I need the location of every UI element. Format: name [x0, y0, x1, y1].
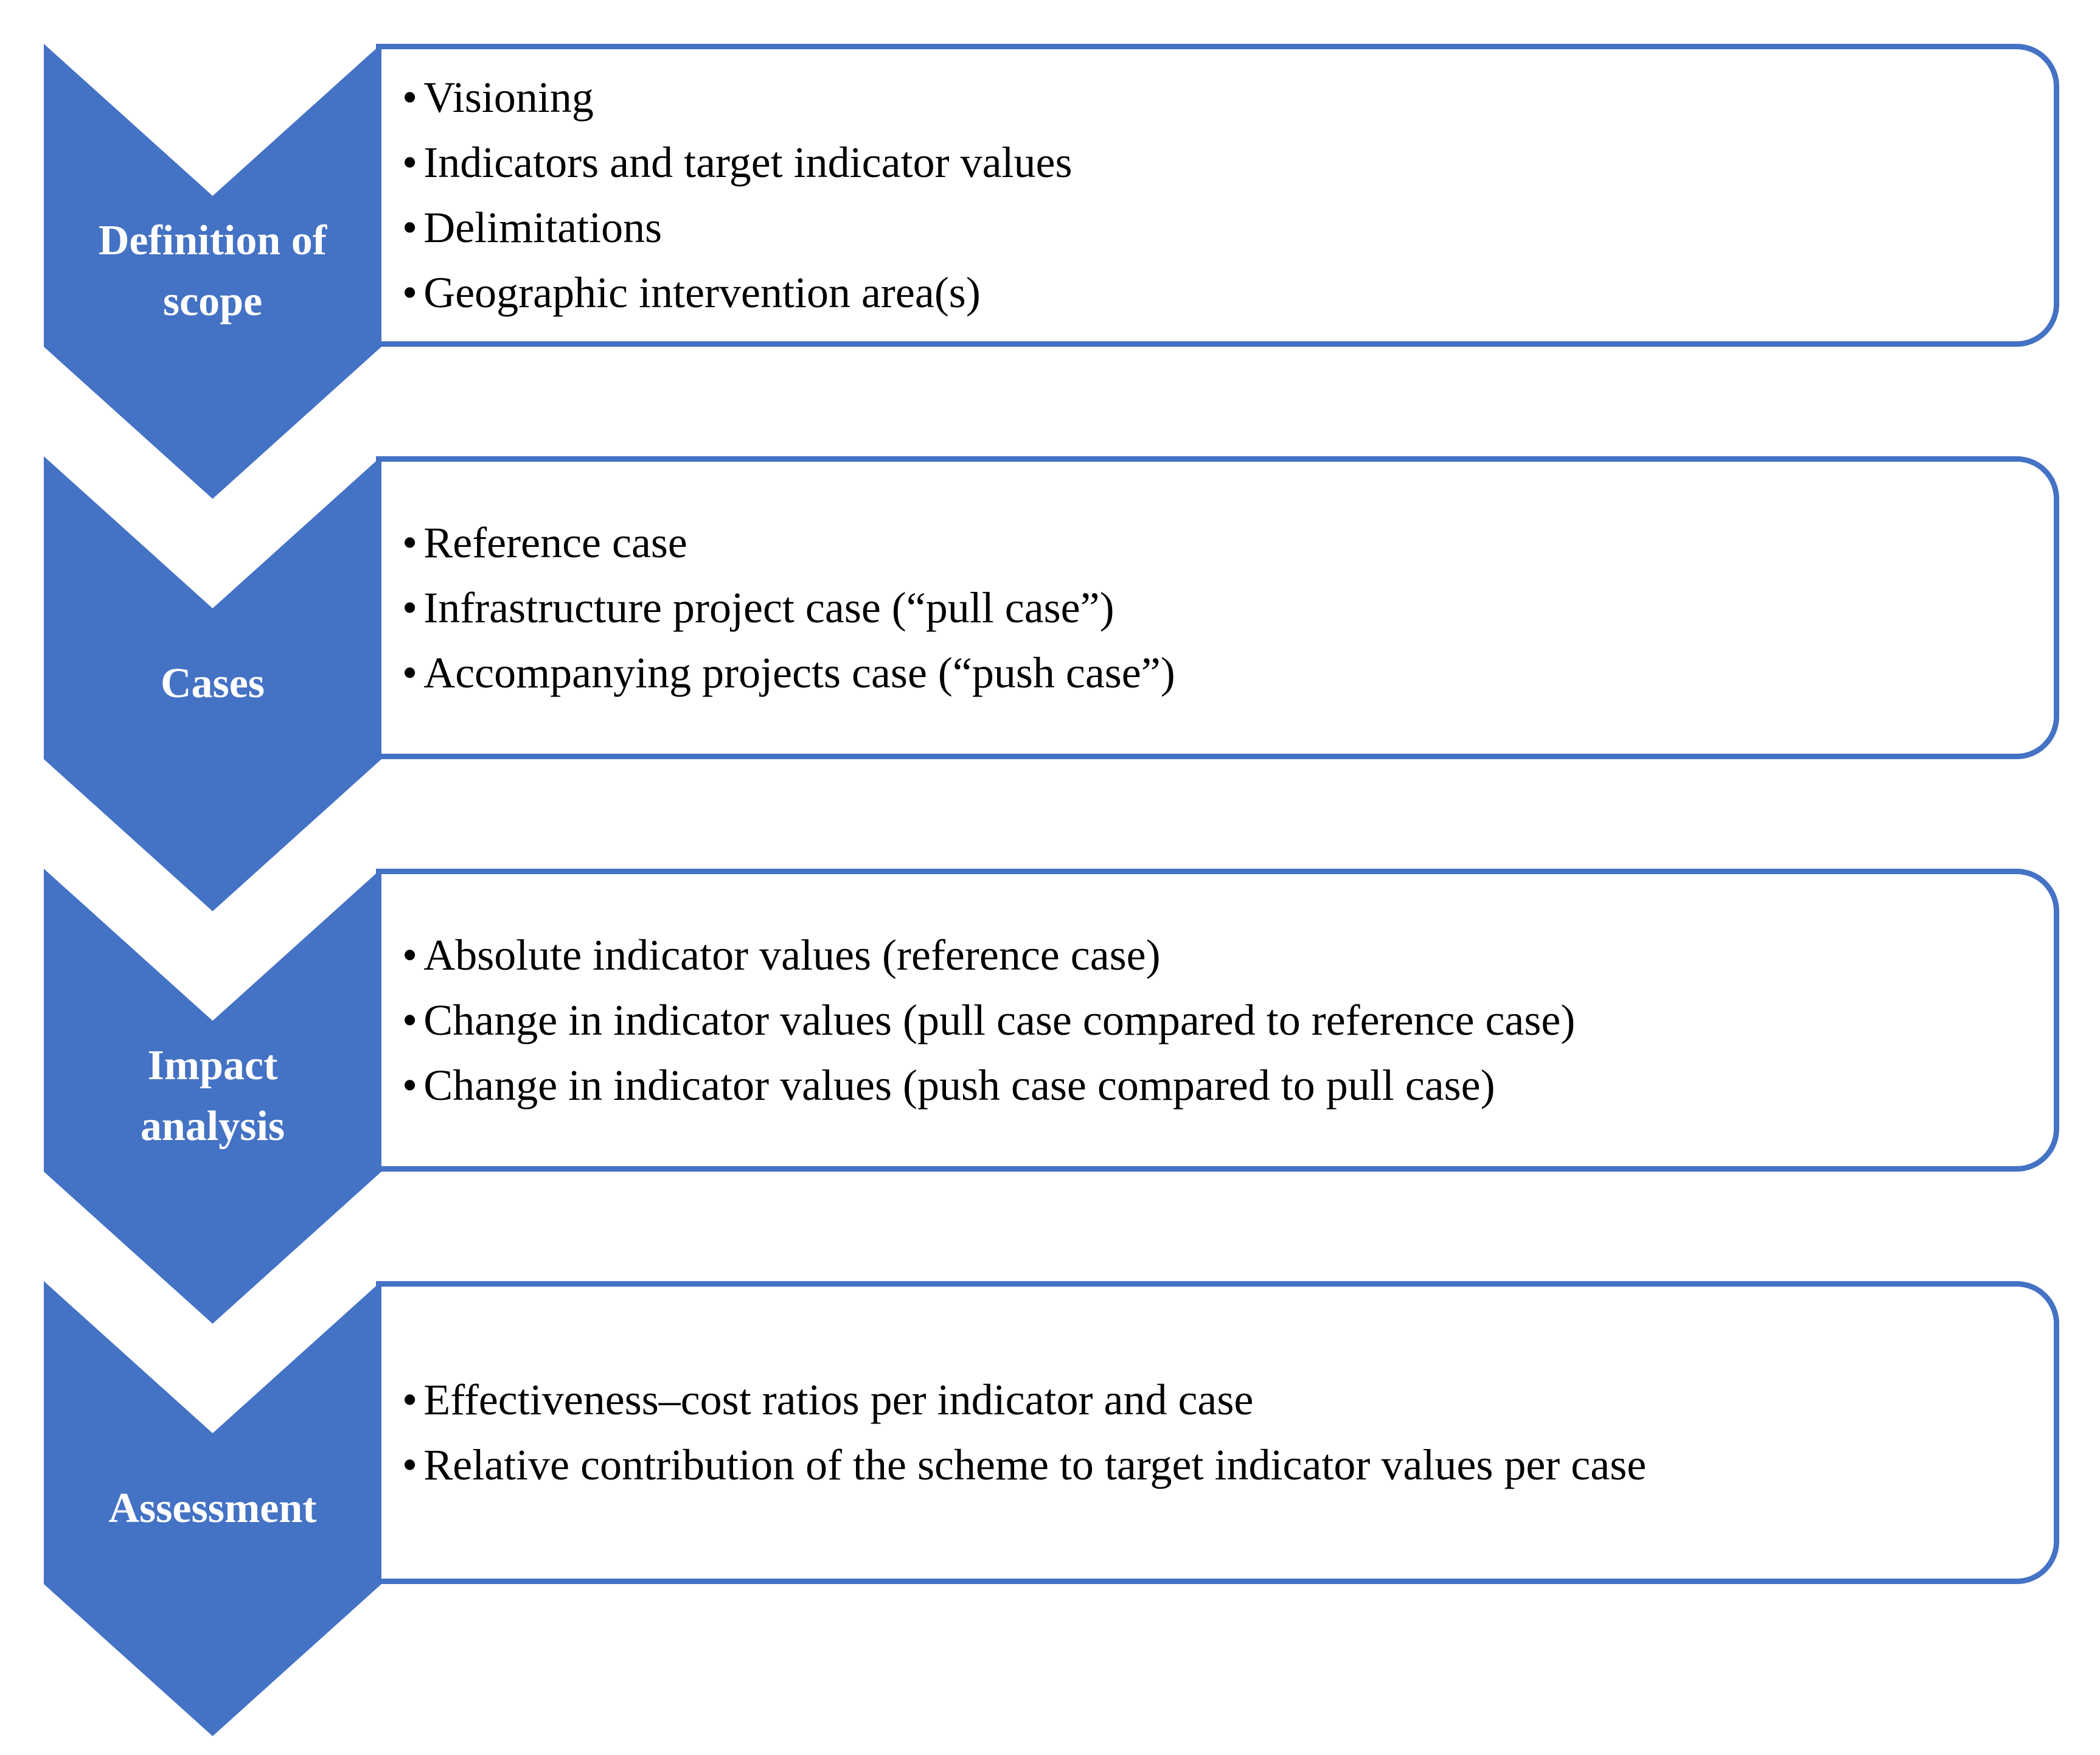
bullet-icon: • [402, 138, 418, 187]
bullet-icon: • [402, 648, 418, 697]
bullet-icon: • [402, 1060, 418, 1110]
bullet-list: • Reference case • Infrastructure projec… [402, 510, 2017, 706]
bullet-text: Reference case [423, 518, 687, 567]
bullet-text: Effectiveness–cost ratios per indicator … [423, 1375, 1254, 1424]
bullet-list: • Absolute indicator values (reference c… [402, 923, 2017, 1118]
stage-label: Impact analysis [44, 1021, 381, 1172]
bullet-icon: • [402, 518, 418, 567]
bullet-icon: • [402, 268, 418, 317]
bullet-icon: • [402, 930, 418, 979]
stage-label-line: Definition of [98, 217, 327, 264]
stage-label-line: Assessment [108, 1485, 317, 1532]
bullet-text: Absolute indicator values (reference cas… [423, 930, 1161, 979]
bullet-list: • Effectiveness–cost ratios per indicato… [402, 1368, 2017, 1498]
stage-label-line: Impact [147, 1042, 278, 1089]
bullet-icon: • [402, 995, 418, 1044]
bullet-item: • Delimitations [402, 195, 2017, 260]
chevron-down-arrow-cases: Cases [44, 456, 381, 911]
bullet-icon: • [402, 73, 418, 122]
stage-label: Cases [44, 608, 381, 759]
bullet-icon: • [402, 583, 418, 632]
stage-label: Assessment [44, 1433, 381, 1584]
bullet-text: Geographic intervention area(s) [423, 268, 981, 317]
bullet-text: Indicators and target indicator values [423, 138, 1073, 187]
bullet-item: • Geographic intervention area(s) [402, 260, 2017, 325]
bullet-item: • Visioning [402, 65, 2017, 130]
panel-definition-of-scope: • Visioning • Indicators and target indi… [376, 44, 2059, 347]
stage-label-line: scope [162, 278, 263, 325]
panel-impact-analysis: • Absolute indicator values (reference c… [376, 869, 2059, 1172]
bullet-item: • Reference case [402, 510, 2017, 575]
bullet-item: • Absolute indicator values (reference c… [402, 923, 2017, 988]
bullet-icon: • [402, 1440, 418, 1489]
bullet-item: • Relative contribution of the scheme to… [402, 1433, 2017, 1498]
stage-label-line: analysis [140, 1103, 285, 1150]
bullet-item: • Infrastructure project case (“pull cas… [402, 575, 2017, 641]
bullet-text: Delimitations [423, 203, 662, 252]
chevron-down-arrow-impact-analysis: Impact analysis [44, 869, 381, 1324]
bullet-icon: • [402, 203, 418, 252]
bullet-item: • Change in indicator values (pull case … [402, 988, 2017, 1053]
bullet-text: Change in indicator values (pull case co… [423, 995, 1576, 1044]
panel-assessment: • Effectiveness–cost ratios per indicato… [376, 1281, 2059, 1584]
stage-label-line: Cases [160, 660, 265, 707]
bullet-item: • Indicators and target indicator values [402, 130, 2017, 195]
bullet-text: Change in indicator values (push case co… [423, 1060, 1495, 1110]
chevron-down-arrow-definition-of-scope: Definition of scope [44, 44, 381, 499]
bullet-text: Accompanying projects case (“push case”) [423, 648, 1175, 697]
bullet-item: • Change in indicator values (push case … [402, 1053, 2017, 1118]
bullet-list: • Visioning • Indicators and target indi… [402, 65, 2017, 325]
bullet-text: Visioning [423, 73, 594, 122]
bullet-text: Infrastructure project case (“pull case”… [423, 583, 1114, 632]
bullet-item: • Accompanying projects case (“push case… [402, 641, 2017, 706]
stage-label: Definition of scope [44, 196, 381, 347]
chevron-down-arrow-assessment: Assessment [44, 1281, 381, 1736]
bullet-text: Relative contribution of the scheme to t… [423, 1440, 1647, 1489]
panel-cases: • Reference case • Infrastructure projec… [376, 456, 2059, 759]
bullet-item: • Effectiveness–cost ratios per indicato… [402, 1368, 2017, 1433]
bullet-icon: • [402, 1375, 418, 1424]
